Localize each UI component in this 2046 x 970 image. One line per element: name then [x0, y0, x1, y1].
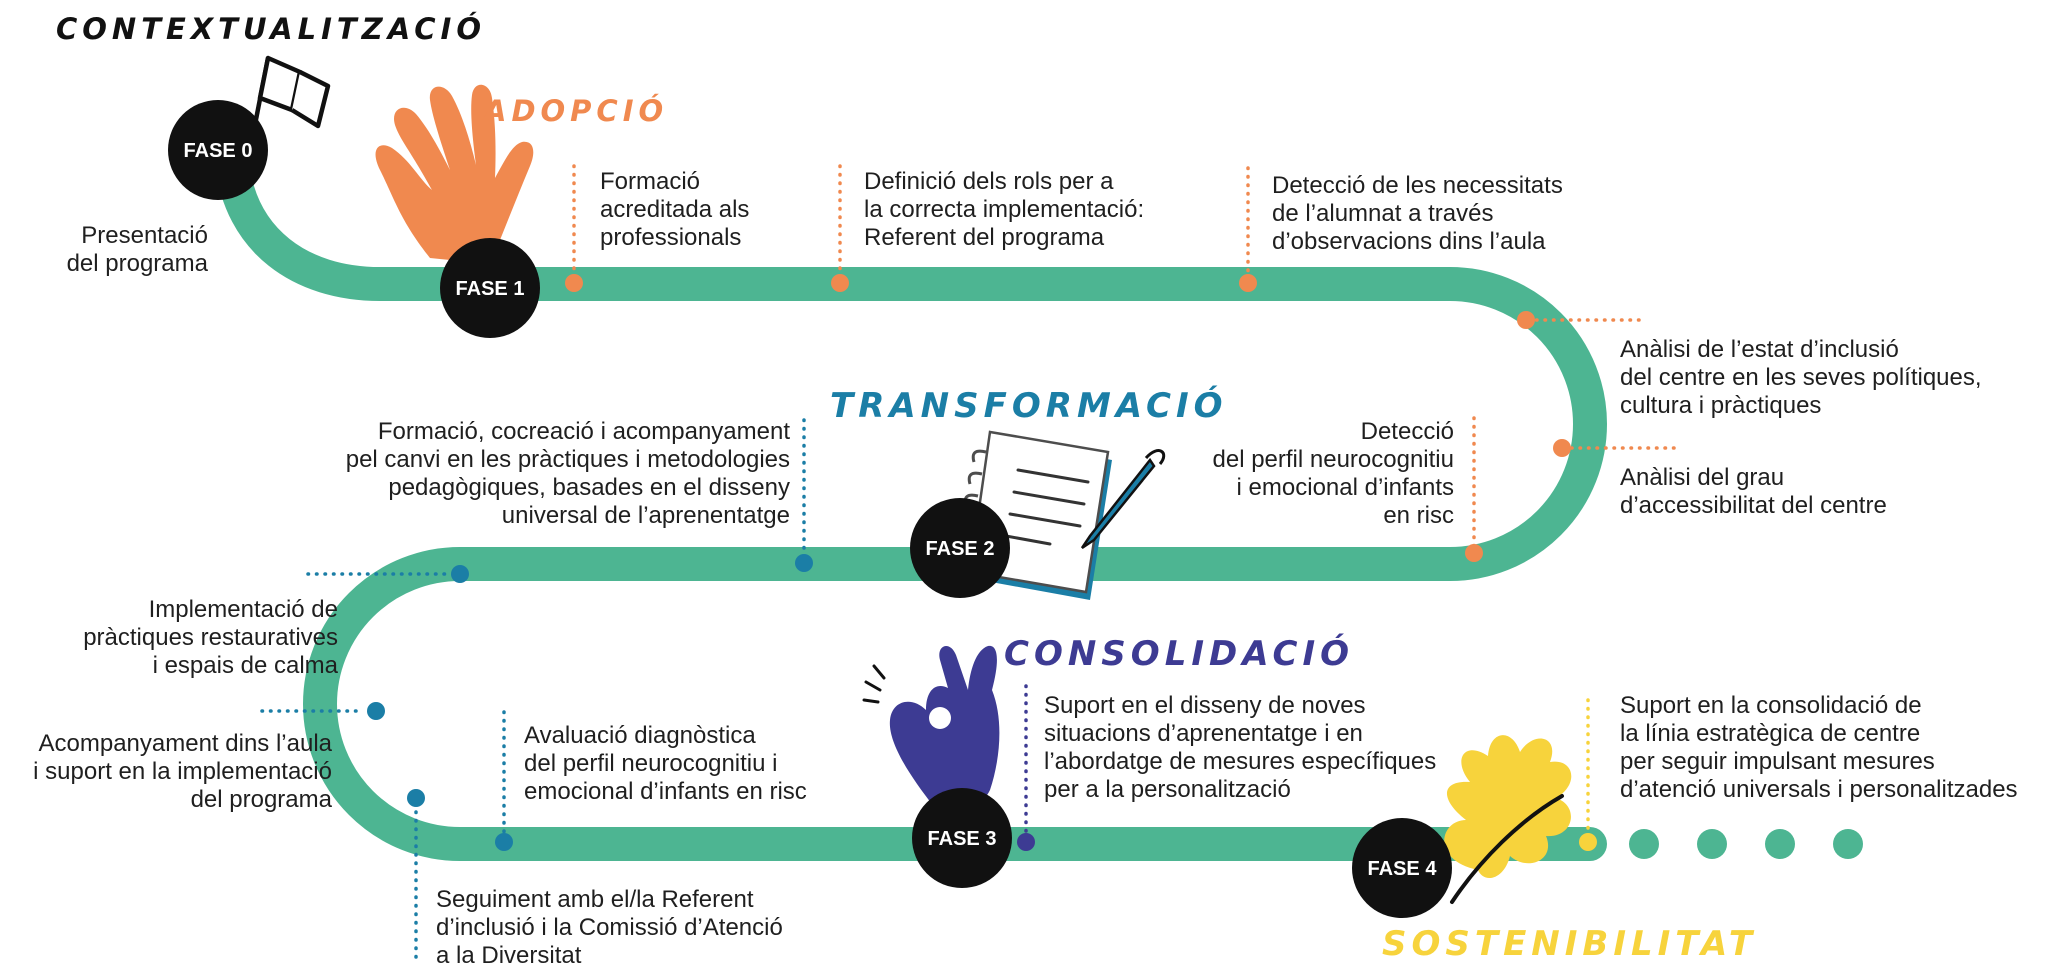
phase-4-circle [1352, 818, 1452, 918]
milestone-formacio-cocreacio [795, 554, 813, 572]
road-trailing-dots [1629, 829, 1863, 859]
title-adopcio: ADOPCIÓ [484, 94, 669, 128]
title-transformacio: TRANSFORMACIÓ [830, 386, 1228, 426]
label-implementacio: Implementació de pràctiques restaurative… [83, 596, 338, 679]
label-suport-consolidacio: Suport en la consolidació de la línia es… [1620, 692, 2018, 803]
phase-1-label: FASE 1 [456, 278, 525, 300]
milestone-acompanyament [367, 702, 385, 720]
trailing-dot [1697, 829, 1727, 859]
title-sostenibilitat: SOSTENIBILITAT [1382, 924, 1758, 964]
phase-4-label: FASE 4 [1368, 858, 1438, 880]
leader-lines [260, 164, 1678, 963]
label-deteccio-necessitats: Detecció de les necessitats de l’alumnat… [1272, 172, 1563, 255]
label-formacio-cocreacio: Formació, cocreació i acompanyament pel … [345, 418, 790, 529]
label-analisi-accessibilitat: Anàlisi del grau d’accessibilitat del ce… [1620, 464, 1887, 519]
title-consolidacio: CONSOLIDACIÓ [1004, 634, 1355, 674]
phase-3-label: FASE 3 [928, 828, 997, 850]
milestone-dots [367, 274, 1597, 851]
label-suport-disseny: Suport en el disseny de noves situacions… [1044, 692, 1437, 803]
label-avaluacio: Avaluació diagnòstica del perfil neuroco… [524, 722, 807, 805]
phase-1-circle [440, 238, 540, 338]
milestone-suport-consolidacio [1579, 833, 1597, 851]
milestone-analisi-accessibilitat [1553, 439, 1571, 457]
phase-circles: FASE 0 FASE 1 FASE 2 FASE 3 FASE 4 [168, 100, 1452, 918]
phase-2-circle [910, 498, 1010, 598]
milestone-deteccio-necessitats [1239, 274, 1257, 292]
milestone-formacio [565, 274, 583, 292]
milestone-analisi-inclusio [1517, 311, 1535, 329]
label-deteccio-perfil: Detecció del perfil neurocognitiu i emoc… [1212, 418, 1455, 529]
milestone-seguiment [407, 789, 425, 807]
ok-hand-icon [862, 645, 1000, 812]
raised-hand-icon [375, 84, 534, 262]
milestone-implementacio [451, 565, 469, 583]
label-presentacio: Presentació del programa [66, 222, 208, 277]
phase-0-label: FASE 0 [184, 140, 253, 162]
road-path [215, 145, 1607, 861]
milestone-deteccio-perfil [1465, 544, 1483, 562]
trailing-dot [1629, 829, 1659, 859]
milestone-suport-disseny [1017, 833, 1035, 851]
milestone-avaluacio [495, 833, 513, 851]
trailing-dot [1765, 829, 1795, 859]
flag-icon [249, 55, 331, 141]
label-seguiment: Seguiment amb el/la Referent d’inclusió … [436, 886, 783, 969]
title-contextualitzacio: CONTEXTUALITZACIÓ [56, 12, 486, 46]
trailing-dot [1833, 829, 1863, 859]
leaf-icon [1444, 735, 1572, 904]
label-analisi-inclusio: Anàlisi de l’estat d’inclusió del centre… [1620, 336, 1982, 419]
phase-0-circle [168, 100, 268, 200]
phase-3-circle [912, 788, 1012, 888]
label-definicio: Definició dels rols per a la correcta im… [864, 168, 1145, 251]
phase-2-label: FASE 2 [926, 538, 995, 560]
milestone-definicio [831, 274, 849, 292]
label-acompanyament: Acompanyament dins l’aula i suport en la… [33, 730, 332, 813]
label-formacio: Formació acreditada als professionals [600, 168, 750, 251]
